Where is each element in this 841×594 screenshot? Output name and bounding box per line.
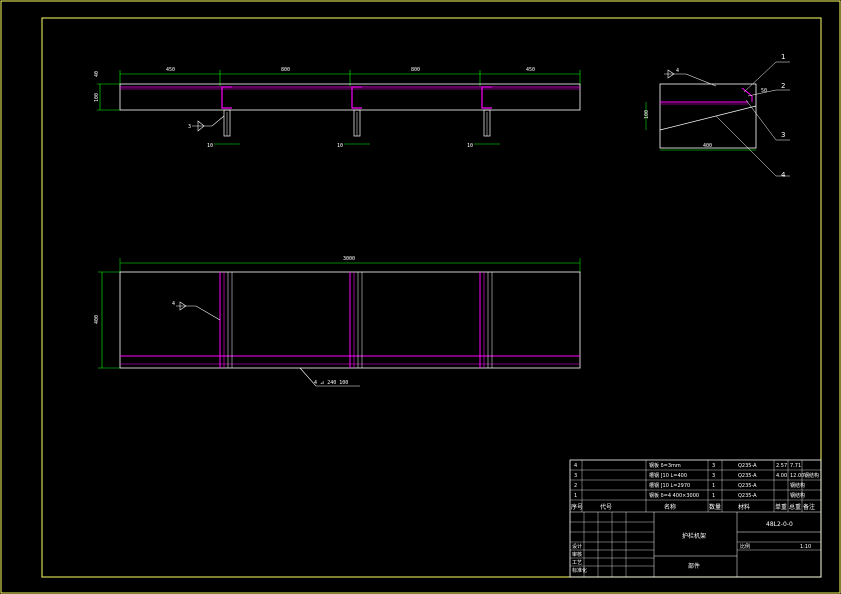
part-row-2-qty: 3 xyxy=(712,473,715,479)
front-side-dim-2: 100 xyxy=(94,93,100,102)
front-dim-2: 800 xyxy=(281,67,290,73)
header-code: 代号 xyxy=(600,503,612,511)
drawing-number: 48L2-0-0 xyxy=(766,521,793,528)
part-row-1-name: 钢板 δ=3mm xyxy=(649,462,681,469)
left-row-3: 工艺 xyxy=(572,560,582,566)
leg-dim-1: 10 xyxy=(207,143,213,149)
callout-1: 1 xyxy=(781,53,785,61)
title-block: 4 钢板 δ=3mm 3 Q235-A 2.57 7.71 3 槽钢 [10 L… xyxy=(569,459,822,578)
header-no: 序号 xyxy=(571,503,583,511)
left-row-1: 设计 xyxy=(572,543,582,550)
header-material: 材料 xyxy=(738,503,750,511)
front-side-dim-1: 40 xyxy=(94,71,100,77)
type-label: 部件 xyxy=(688,562,700,570)
drawing-name: 护栏机架 xyxy=(682,532,706,540)
part-row-1-total: 7.71 xyxy=(790,463,801,469)
header-note: 备注 xyxy=(803,503,815,511)
side-weld-note: 4 xyxy=(676,68,679,74)
scale-label: 比例 xyxy=(740,543,750,550)
inner-frame xyxy=(41,17,822,578)
side-small-dim: 50 xyxy=(761,88,767,94)
front-dim-1: 450 xyxy=(166,67,175,73)
part-row-3-no: 2 xyxy=(574,483,577,489)
side-width-dim: 400 xyxy=(703,143,712,149)
part-row-1-no: 4 xyxy=(574,463,577,469)
part-row-3-note: 钢结构 xyxy=(790,482,805,489)
leg-dim-2: 10 xyxy=(337,143,343,149)
plan-view: 3000 400 4 4 ⊿ 240 100 xyxy=(94,256,581,387)
front-view: 450 800 800 450 40 100 10 10 10 xyxy=(94,67,581,149)
part-row-3-name: 槽钢 [10 L=2970 xyxy=(649,482,690,489)
part-row-1-weight: 2.57 xyxy=(776,463,787,469)
part-row-2-no: 3 xyxy=(574,473,577,479)
leg-dim-3: 10 xyxy=(467,143,473,149)
callout-3: 3 xyxy=(781,131,785,139)
side-height-dim: 100 xyxy=(644,110,650,119)
callout-2: 2 xyxy=(781,82,785,90)
part-row-4-no: 1 xyxy=(574,493,577,499)
plan-weld-note-2: 4 ⊿ 240 100 xyxy=(314,380,348,386)
part-row-4-note: 钢结构 xyxy=(790,492,805,499)
part-row-2-material: Q235-A xyxy=(738,473,757,479)
plan-overall-dim: 3000 xyxy=(343,256,355,262)
front-weld-note: 3 xyxy=(188,124,191,130)
part-row-1-qty: 3 xyxy=(712,463,715,469)
part-row-2-note: 钢结构 xyxy=(804,472,819,479)
part-row-3-material: Q235-A xyxy=(738,483,757,489)
part-row-3-qty: 1 xyxy=(712,483,715,489)
left-row-4: 标准化 xyxy=(572,567,587,574)
callout-4: 4 xyxy=(781,171,786,179)
front-dim-4: 450 xyxy=(526,67,535,73)
header-total: 总重 xyxy=(789,503,801,511)
part-row-2-weight: 4.00 xyxy=(776,473,787,479)
part-row-2-total: 12.00 xyxy=(790,473,804,479)
plan-height-dim: 400 xyxy=(94,315,100,324)
part-row-2-name: 槽钢 [10 L=400 xyxy=(649,472,687,479)
front-dim-3: 800 xyxy=(411,67,420,73)
part-row-4-name: 钢板 δ=4 400×3000 xyxy=(649,492,699,499)
part-row-1-material: Q235-A xyxy=(738,463,757,469)
part-row-4-qty: 1 xyxy=(712,493,715,499)
header-name: 名称 xyxy=(664,503,676,511)
header-weight: 单重 xyxy=(775,503,787,511)
part-row-4-material: Q235-A xyxy=(738,493,757,499)
scale-value: 1:10 xyxy=(800,544,811,550)
left-row-2: 审核 xyxy=(572,551,582,558)
plan-weld-note-1: 4 xyxy=(172,301,175,307)
side-view: 100 400 50 4 1 2 3 4 xyxy=(644,53,790,179)
header-qty: 数量 xyxy=(709,503,721,511)
